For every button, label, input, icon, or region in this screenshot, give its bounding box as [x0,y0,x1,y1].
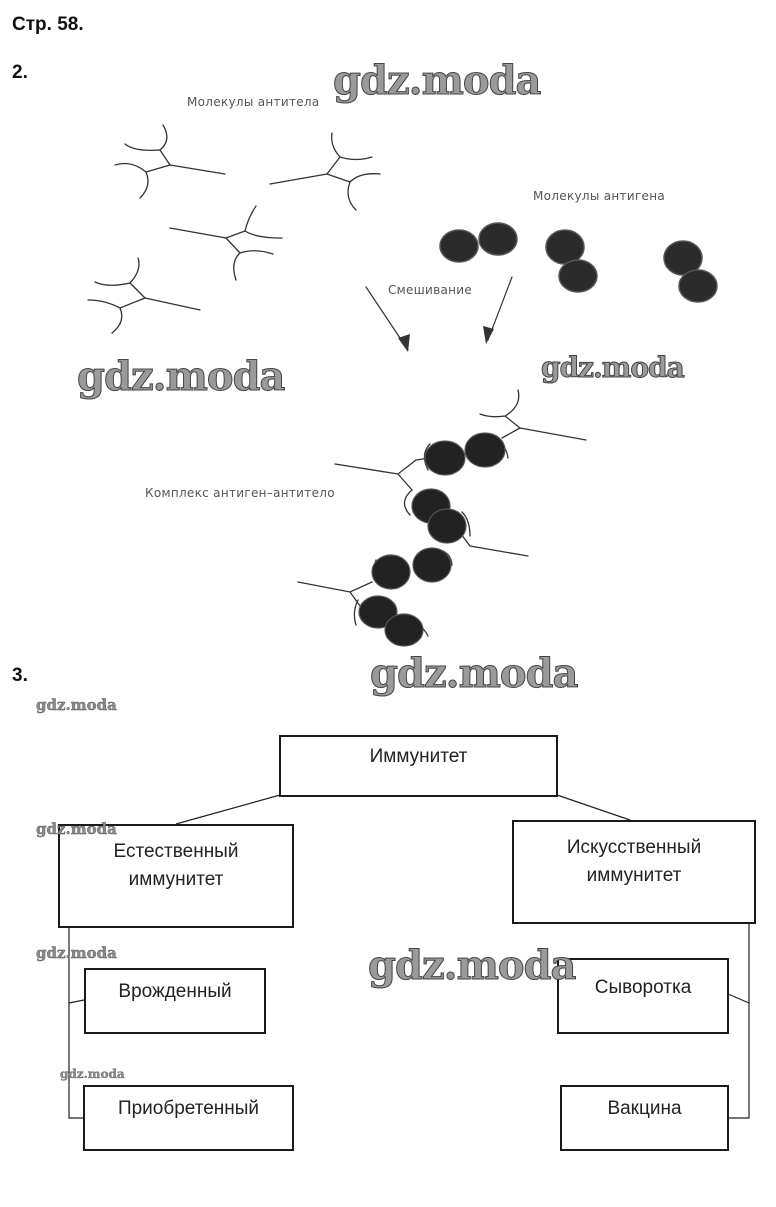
vaccine-label: Вакцина [607,1098,682,1119]
acquired-label: Приобретенный [117,1098,260,1119]
innate-label: Врожденный [118,981,232,1002]
arrowhead-left-icon [398,334,410,352]
serum-box: Сыворотка [557,958,729,1034]
innate-box: Врожденный [84,968,266,1034]
watermark: gdz.moda [541,351,686,385]
antibody-molecule [114,124,226,199]
antigen-molecule [545,229,598,293]
antibody-molecule [269,132,381,211]
antigen-molecule [439,222,518,263]
antigen-antibody-figure [87,124,718,647]
watermark: gdz.moda [76,353,285,401]
artificial-immunity-line2: иммунитет [586,865,682,886]
natural-immunity-line1: Естественный [113,841,239,862]
watermark: gdz.moda [332,57,541,105]
artificial-immunity-line1: Искусственный [566,837,702,858]
watermark: gdz.moda [369,650,578,698]
label-complex: Комплекс антиген–антитело [145,486,335,500]
watermark: gdz.moda [367,942,576,990]
task-2-number: 2. [12,62,28,83]
antibody-molecule [169,205,283,281]
arrowhead-right-icon [483,326,494,344]
label-antigens: Молекулы антигена [533,189,666,203]
natural-immunity-box: Естественный иммунитет [58,824,294,928]
acquired-box: Приобретенный [83,1085,294,1151]
artificial-immunity-box: Искусственный иммунитет [512,820,756,924]
label-mixing: Смешивание [388,283,473,297]
page-reference: Стр. 58. [12,14,84,35]
watermark: gdz.moda [36,820,117,838]
antibody-molecule [87,257,201,334]
serum-label: Сыворотка [594,977,692,998]
watermark: gdz.moda [60,1067,125,1081]
label-antibodies: Молекулы антитела [187,95,320,109]
antigen-molecule [663,240,718,303]
watermark: gdz.moda [36,944,117,962]
tree-root-label: Иммунитет [369,746,468,767]
task-3-number: 3. [12,665,28,686]
watermark: gdz.moda [36,696,117,714]
natural-immunity-line2: иммунитет [128,869,224,890]
tree-root-box: Иммунитет [279,735,558,797]
vaccine-box: Вакцина [560,1085,729,1151]
